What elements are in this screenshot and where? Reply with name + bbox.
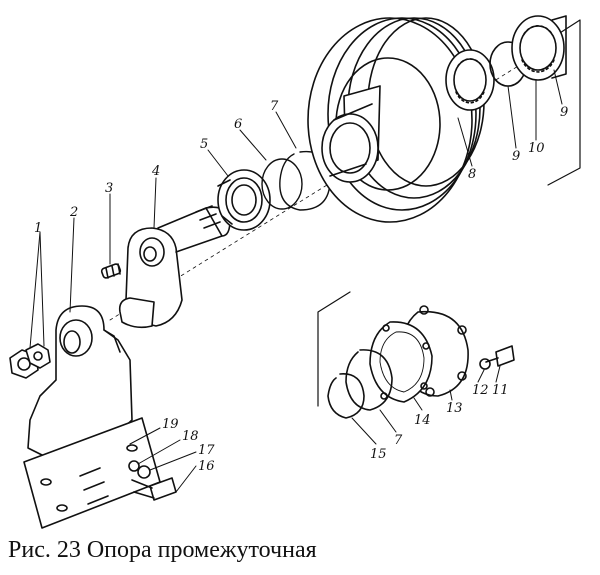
part-5-bearing	[217, 169, 271, 231]
callout-12: 12	[472, 383, 489, 398]
callout-11: 11	[492, 383, 509, 398]
part-11-bolt	[485, 345, 515, 367]
part-2-bracket	[27, 305, 133, 459]
callout-1: 1	[34, 221, 43, 236]
exploded-diagram: 1 2 3 4 5 6 7 8 9 10 9 11 12 13 14 7 15 …	[9, 15, 581, 529]
part-9-bearing	[445, 49, 495, 111]
callout-14: 14	[414, 413, 431, 428]
part-1-nuts	[9, 343, 51, 379]
callout-13: 13	[446, 401, 463, 416]
callout-5: 5	[200, 137, 209, 152]
callout-8: 8	[468, 167, 477, 182]
part-9-bearing-right	[511, 15, 567, 81]
callout-7-upper: 7	[270, 99, 279, 114]
figure-caption: Рис. 23 Опора промежуточная	[8, 537, 317, 563]
callout-16: 16	[198, 459, 215, 474]
part-14-gasket	[369, 321, 433, 403]
part-17-washer	[137, 465, 151, 479]
part-12-washer	[479, 358, 491, 370]
callout-10: 10	[528, 141, 545, 156]
part-3-screw	[100, 263, 122, 279]
callout-9-upper: 9	[560, 105, 569, 120]
part-15-snap	[327, 373, 365, 419]
callout-17: 17	[198, 443, 215, 458]
part-16-bolt	[131, 477, 177, 501]
callout-3: 3	[105, 181, 114, 196]
callout-4: 4	[152, 164, 161, 179]
callout-2: 2	[70, 205, 79, 220]
part-8-pulley	[307, 17, 485, 223]
leader-lines	[29, 69, 563, 493]
callout-19: 19	[162, 417, 179, 432]
diagram-drawing	[9, 15, 581, 529]
frame-bracket-bottom	[317, 291, 351, 407]
part-6-ring	[261, 158, 303, 210]
part-18-washer	[128, 460, 140, 472]
part-7-ring-lower	[345, 349, 393, 411]
part-4-lever	[118, 205, 231, 329]
callout-6: 6	[234, 117, 243, 132]
callout-7-lower: 7	[394, 433, 403, 448]
callout-18: 18	[182, 429, 199, 444]
callout-9-lower: 9	[512, 149, 521, 164]
callout-15: 15	[370, 447, 387, 462]
